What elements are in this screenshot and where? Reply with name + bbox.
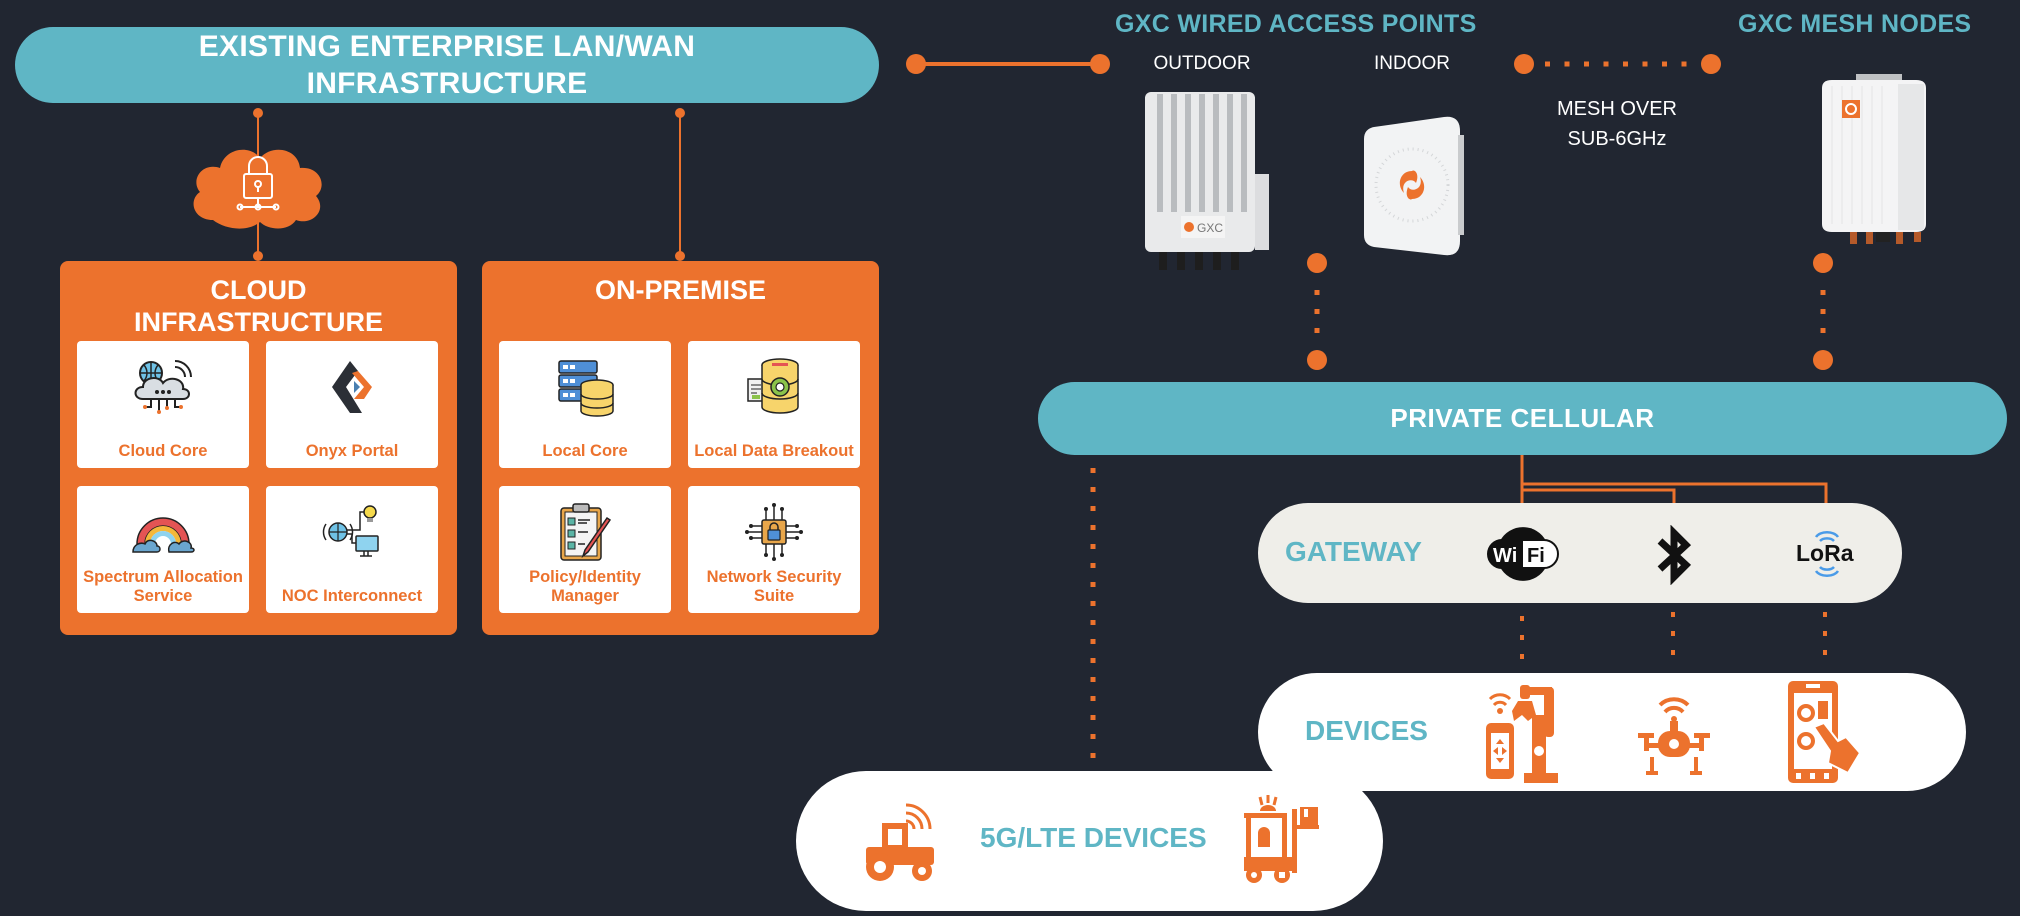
connector-dot (1090, 54, 1110, 74)
outdoor-access-point-device: GXC (1145, 92, 1269, 270)
outdoor-label: OUTDOOR (1153, 53, 1251, 74)
branch-bluetooth (1522, 488, 1676, 503)
cloud-network-icon (134, 360, 192, 414)
card-label: Local Data Breakout (694, 441, 854, 460)
card-local-core[interactable]: Local Core (499, 341, 671, 468)
card-label: Policy/Identity Manager (529, 568, 641, 605)
card-onyx-portal[interactable]: Onyx Portal (266, 341, 438, 468)
enterprise-title-line2: INFRASTRUCTURE (306, 67, 588, 100)
card-noc-interconnect[interactable]: NOC Interconnect (266, 486, 438, 613)
forklift-icon (1244, 795, 1319, 883)
wifi-logo-icon[interactable]: Wi Fi (1486, 527, 1560, 581)
card-label: Onyx Portal (305, 441, 399, 460)
tablet-touch-icon (1788, 681, 1862, 783)
card-cloud-core[interactable]: Cloud Core (77, 341, 249, 468)
onprem-title: ON-PREMISE (594, 275, 767, 305)
private-cellular-title: PRIVATE CELLULAR (1390, 403, 1655, 433)
onyx-logo-icon (332, 361, 372, 413)
svg-text:LoRa: LoRa (1796, 540, 1854, 566)
smart-tractor-icon (866, 803, 934, 881)
server-database-icon (558, 360, 614, 417)
connector-dot (1307, 350, 1327, 370)
card-label: NOC Interconnect (281, 586, 423, 605)
gateway-bar: GATEWAY Wi Fi LoRa (1258, 503, 1902, 603)
card-policy-identity-manager[interactable]: Policy/Identity Manager (499, 486, 671, 613)
lte-devices-bar: 5G/LTE DEVICES (796, 771, 1383, 911)
connector-dot (1813, 253, 1833, 273)
enterprise-title-line1: EXISTING ENTERPRISE LAN/WAN (198, 30, 696, 63)
globe-monitor-icon (322, 505, 379, 557)
svg-text:Fi: Fi (1527, 545, 1545, 567)
mesh-node-device (1822, 74, 1926, 244)
lte-devices-title: 5G/LTE DEVICES (980, 822, 1207, 853)
on-premise-panel: ON-PREMISE Local Core Local Data Brea (482, 261, 879, 635)
access-points-title: GXC WIRED ACCESS POINTS (1115, 10, 1477, 38)
enterprise-lan-wan-banner: EXISTING ENTERPRISE LAN/WAN INFRASTRUCTU… (15, 27, 879, 103)
card-local-data-breakout[interactable]: Local Data Breakout (688, 341, 860, 468)
database-gear-icon (747, 358, 799, 414)
gateway-title: GATEWAY (1285, 536, 1422, 567)
clipboard-checklist-icon (560, 503, 612, 561)
card-label: Spectrum Allocation Service (83, 568, 243, 605)
robot-arm-phone-icon (1486, 685, 1558, 783)
branch-lora (1522, 482, 1828, 503)
drone-icon (1638, 697, 1710, 775)
connector-dot (1307, 253, 1327, 273)
connector-dot (1701, 54, 1721, 74)
connector-dot (253, 108, 263, 118)
connector-dot (1514, 54, 1534, 74)
indoor-label: INDOOR (1374, 53, 1450, 74)
card-label: Cloud Core (118, 441, 208, 460)
mesh-link-label: MESH OVER SUB-6GHz (1556, 98, 1678, 150)
card-label: Network Security Suite (706, 568, 842, 605)
rainbow-icon (132, 517, 195, 553)
connector-dot (906, 54, 926, 74)
svg-text:Wi: Wi (1493, 545, 1517, 567)
cloud-title: CLOUD INFRASTRUCTURE (134, 275, 383, 337)
private-cellular-banner: PRIVATE CELLULAR (1038, 382, 2007, 455)
circuit-lock-icon (745, 503, 803, 561)
connector-dot (1813, 350, 1833, 370)
outdoor-brand: GXC (1197, 221, 1223, 235)
indoor-access-point-device (1364, 116, 1464, 256)
card-network-security-suite[interactable]: Network Security Suite (688, 486, 860, 613)
lora-logo-icon[interactable]: LoRa (1790, 529, 1870, 579)
cloud-lock-icon (193, 149, 322, 229)
cloud-infrastructure-panel: CLOUD INFRASTRUCTURE Cloud Core Onyx Por… (60, 261, 457, 635)
connector-dot (675, 108, 685, 118)
card-label: Local Core (542, 441, 628, 460)
card-spectrum-allocation[interactable]: Spectrum Allocation Service (77, 486, 249, 613)
mesh-nodes-title: GXC MESH NODES (1738, 10, 1972, 38)
connector-dot (253, 251, 263, 261)
devices-title: DEVICES (1305, 715, 1428, 746)
devices-bar: DEVICES (1258, 673, 1966, 791)
connector-dot (675, 251, 685, 261)
bluetooth-icon[interactable] (1654, 525, 1694, 585)
